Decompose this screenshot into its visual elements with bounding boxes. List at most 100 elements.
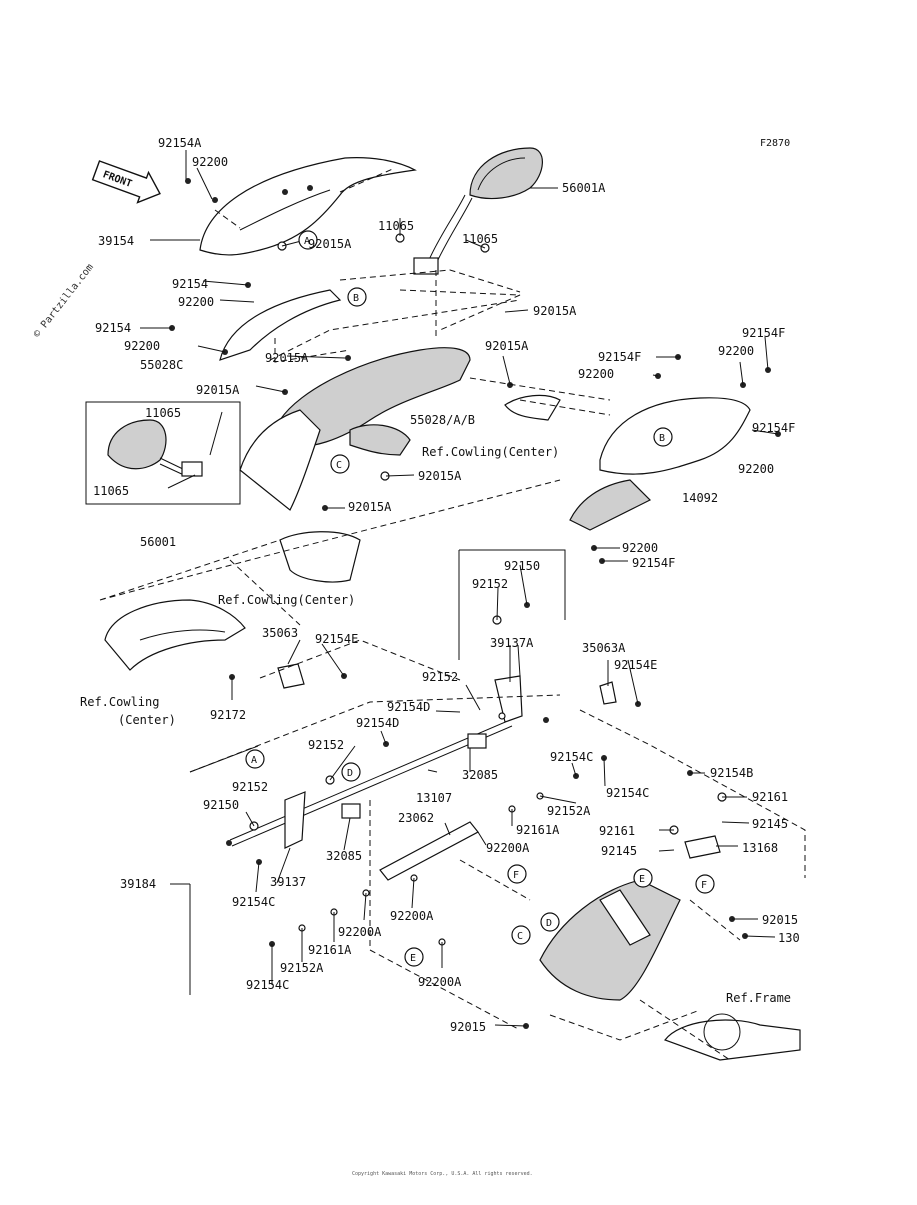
part-label: 92154E	[614, 658, 657, 672]
main-stay-39184	[539, 879, 681, 1001]
right-mirror-head	[469, 147, 543, 200]
bracket-39137A	[494, 675, 523, 723]
callout-circle-d-right: D	[540, 912, 560, 932]
part-label: 92154F	[632, 556, 675, 570]
part-label: Ref.Cowling(Center)	[422, 445, 559, 459]
part-label: 92152	[232, 780, 268, 794]
part-label: 39137A	[490, 636, 534, 650]
part-label: 92154C	[606, 786, 649, 800]
part-label: 39184	[120, 877, 156, 891]
callout-circle-b-right: B	[653, 427, 673, 447]
part-label: 92152A	[547, 804, 591, 818]
part-label: 92200	[738, 462, 774, 476]
stay-rib	[599, 889, 651, 946]
callout-circle-c-top: C	[330, 454, 350, 474]
part-label: 92154D	[387, 700, 430, 714]
callout-circle-f-lower: F	[507, 864, 527, 884]
part-label: 92015A	[196, 383, 240, 397]
part-label: 11065	[378, 219, 414, 233]
mirror-glass-line	[477, 157, 526, 191]
part-13168	[684, 835, 721, 859]
part-label: 92015A	[265, 351, 309, 365]
ref-frame	[664, 1019, 801, 1061]
frame-tube	[703, 1013, 741, 1051]
part-label: 92200A	[390, 909, 434, 923]
part-label: 56001	[140, 535, 176, 549]
leader-lines	[140, 150, 779, 1027]
stay-23062	[379, 821, 479, 881]
svg-text:B: B	[659, 433, 665, 444]
part-label: 13168	[742, 841, 778, 855]
clamp-32085-left	[341, 803, 361, 819]
part-label: 92200A	[486, 841, 530, 855]
part-label: 92154	[95, 321, 131, 335]
part-label: 39137	[270, 875, 306, 889]
callout-circle-f-right: F	[695, 874, 715, 894]
svg-text:F: F	[701, 880, 707, 891]
bracket-35063	[277, 663, 305, 689]
center-duct	[349, 424, 411, 456]
part-label: 11065	[462, 232, 498, 246]
part-label: 92145	[752, 817, 788, 831]
callout-circle-a-top: A	[298, 230, 318, 250]
part-label: 32085	[462, 768, 498, 782]
svg-text:E: E	[410, 953, 416, 964]
svg-text:B: B	[353, 293, 359, 304]
part-label: 92154F	[752, 421, 795, 435]
part-label: 92150	[504, 559, 540, 573]
callout-circle-d-lower: D	[341, 762, 361, 782]
part-label: 92154C	[246, 978, 289, 992]
part-label: 92172	[210, 708, 246, 722]
part-label: 92150	[203, 798, 239, 812]
left-mirror-base	[181, 461, 203, 477]
part-label: (Center)	[118, 713, 176, 727]
part-label: 92152	[472, 577, 508, 591]
clamp-32085-right	[467, 733, 487, 749]
svg-text:F: F	[513, 870, 519, 881]
right-inner-piece	[504, 394, 561, 421]
part-label: 92015A	[485, 339, 529, 353]
part-label: 92152	[308, 738, 344, 752]
part-label: 92200	[178, 295, 214, 309]
part-label: 92152	[422, 670, 458, 684]
part-label: 35063	[262, 626, 298, 640]
front-arrow-badge: FRONT	[91, 160, 161, 204]
part-number-labels: 92154A 92200 39154 92015A 11065 11065 56…	[80, 136, 800, 1034]
part-label: Ref.Cowling	[80, 695, 159, 709]
svg-text:C: C	[336, 460, 342, 471]
part-label: 92154B	[710, 766, 753, 780]
part-label: 92161	[752, 790, 788, 804]
watermark: © Partzilla.com	[32, 262, 96, 340]
part-label: 92015A	[348, 500, 392, 514]
part-label: 92152A	[280, 961, 324, 975]
part-label: 55028C	[140, 358, 183, 372]
part-label: 92154	[172, 277, 208, 291]
part-label: 92200	[578, 367, 614, 381]
part-label: 92015	[450, 1020, 486, 1034]
callout-circle-a-lower: A	[245, 749, 265, 769]
part-label: 130	[778, 931, 800, 945]
callout-circle-b-top: B	[347, 287, 367, 307]
callout-circle-e-right: E	[633, 868, 653, 888]
part-label: 11065	[145, 406, 181, 420]
part-label: 55028/A/B	[410, 413, 475, 427]
part-label: 92145	[601, 844, 637, 858]
callout-circle-e-lower: E	[404, 947, 424, 967]
ref-cowling-center-left	[104, 599, 246, 671]
part-label: 23062	[398, 811, 434, 825]
part-label: 14092	[682, 491, 718, 505]
figure-code: F2870	[760, 138, 790, 149]
part-label: 92154C	[232, 895, 275, 909]
part-label: 92154D	[356, 716, 399, 730]
part-label: 92015A	[533, 304, 577, 318]
mirror-base	[413, 257, 439, 275]
upper-cowl-part	[199, 157, 417, 256]
cowling-edge-line	[139, 629, 226, 641]
part-label: 92200	[718, 344, 754, 358]
left-lower-bracket	[239, 409, 321, 511]
part-label: 56001A	[562, 181, 606, 195]
part-label: 92015A	[418, 469, 462, 483]
left-mirror-head	[107, 419, 167, 470]
